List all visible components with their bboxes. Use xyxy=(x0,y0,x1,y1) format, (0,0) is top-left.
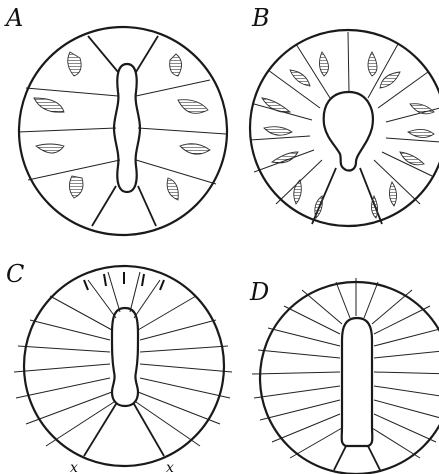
panel-a: A xyxy=(4,4,227,235)
panel-label-b: B xyxy=(251,4,270,32)
panel-a-shading xyxy=(34,52,210,200)
panel-d: D xyxy=(249,278,439,474)
panel-label-a: A xyxy=(4,4,23,32)
panel-b: B xyxy=(250,4,439,226)
panel-d-aperture xyxy=(342,318,373,446)
panel-b-aperture xyxy=(324,92,373,171)
panel-c: C xyxy=(6,260,232,474)
panel-label-d: D xyxy=(249,278,269,306)
panel-d-rays xyxy=(252,278,439,470)
panel-c-label-x-right: x xyxy=(166,460,174,474)
panel-c-label-x-left: x xyxy=(70,460,78,474)
panel-c-notches xyxy=(84,272,164,290)
panel-label-c: C xyxy=(6,260,24,288)
panel-a-aperture xyxy=(114,64,140,192)
panel-c-outline xyxy=(24,266,224,466)
panel-c-aperture xyxy=(112,308,138,406)
